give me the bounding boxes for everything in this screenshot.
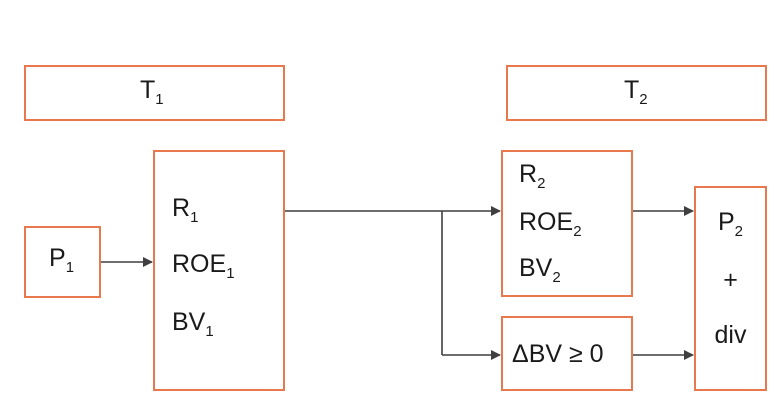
state1-bv: BV1 <box>172 308 214 340</box>
result-plus: + <box>723 266 738 294</box>
state1-r: R1 <box>172 194 199 226</box>
result-box <box>694 186 767 391</box>
result-p2: P2 <box>717 208 744 240</box>
result-div: div <box>714 321 747 349</box>
state1-roe: ROE1 <box>172 250 235 282</box>
header-t2-box <box>506 65 767 121</box>
p1-box <box>24 226 101 298</box>
state1-box <box>153 150 285 391</box>
p1-label: P1 <box>49 244 75 276</box>
state2-roe: ROE2 <box>519 208 582 240</box>
header-t1-box <box>24 65 285 121</box>
state2-bv: BV2 <box>519 254 561 286</box>
header-t1-label: T1 <box>140 76 164 108</box>
delta-bv-box <box>501 316 633 391</box>
header-t2-label: T2 <box>624 76 648 108</box>
delta-bv-label: ΔBV ≥ 0 <box>512 340 604 368</box>
state2-box <box>501 150 633 297</box>
state2-r: R2 <box>519 160 546 192</box>
